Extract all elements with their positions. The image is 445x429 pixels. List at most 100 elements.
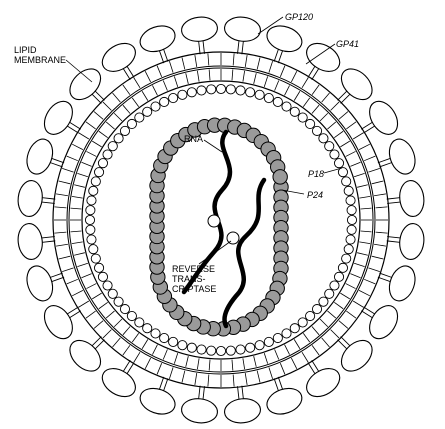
membrane-stripe-outer <box>66 278 78 285</box>
membrane-inner-ring <box>81 80 361 360</box>
membrane-stripe-outer <box>321 337 330 348</box>
membrane-stripe-inner <box>92 140 102 148</box>
membrane-stripe-outer <box>244 54 248 67</box>
membrane-stripe-inner <box>242 358 246 370</box>
gp41-stalk <box>387 201 401 204</box>
label-reverse-transcriptase-line1: REVERSE <box>172 264 215 274</box>
p18-bead <box>341 253 352 264</box>
p18-matrix-ring <box>84 83 358 357</box>
p18-bead <box>225 345 236 356</box>
membrane-stripe-inner <box>113 112 123 122</box>
membrane-stripe-inner <box>98 301 108 310</box>
p18-bead <box>119 304 131 315</box>
membrane-stripe-outer <box>58 255 71 260</box>
membrane-stripe-inner <box>242 70 246 82</box>
membrane-stripe-inner <box>196 358 200 370</box>
p18-bead <box>245 87 256 98</box>
p18-bead <box>345 195 356 206</box>
gp41-stalk <box>241 41 244 55</box>
membrane-stripe-inner <box>319 318 329 328</box>
gp120-knob <box>69 68 102 101</box>
membrane-stripe-inner <box>71 195 83 199</box>
leader-gp120 <box>257 16 284 35</box>
membrane-stripe-outer <box>55 243 68 247</box>
membrane-stripe-outer <box>156 65 163 77</box>
membrane-stripe-outer <box>368 267 380 272</box>
membrane-stripe-inner <box>113 318 123 328</box>
p18-bead <box>168 336 179 347</box>
p18-bead <box>88 244 99 255</box>
p18-bead <box>196 344 207 355</box>
gp120-knob <box>369 305 399 340</box>
membrane-stripe-inner <box>319 112 329 122</box>
membrane-stripe-inner <box>81 161 92 167</box>
gp41-stalk <box>273 49 279 62</box>
membrane-stripe-inner <box>327 310 337 319</box>
membrane-stripe-outer <box>338 320 349 329</box>
membrane-stripe-outer <box>72 143 84 150</box>
p18-bead <box>337 167 348 178</box>
gp41-stalk <box>163 49 169 62</box>
p18-bead <box>168 93 179 104</box>
gp41-stalk <box>340 93 351 104</box>
membrane-stripe-outer <box>346 310 357 319</box>
membrane-stripe-outer <box>207 53 210 66</box>
p18-bead <box>324 288 335 299</box>
p18-bead <box>318 133 329 144</box>
gp41-stalk <box>198 385 201 399</box>
membrane-stripe-outer <box>169 367 174 379</box>
membrane-stripe-inner <box>274 80 280 91</box>
gp41-stalk <box>122 359 131 372</box>
membrane-stripes <box>54 53 388 387</box>
membrane-stripe-outer <box>112 337 121 348</box>
membrane-stripe-inner <box>350 273 361 279</box>
membrane-stripe-outer <box>364 278 376 285</box>
membrane-stripe-inner <box>196 70 200 82</box>
gp120-knob <box>306 368 341 398</box>
gp120-knob <box>306 42 341 72</box>
membrane-stripe-outer <box>78 132 90 140</box>
gp120-knob <box>139 25 176 53</box>
p18-bead <box>94 167 105 178</box>
gp120-knob <box>26 138 54 175</box>
leader-gp41 <box>305 43 336 65</box>
membrane-stripe-inner <box>98 130 108 139</box>
gp41-stalk <box>50 162 63 168</box>
p18-bead <box>343 185 354 196</box>
p18-bead <box>346 224 357 235</box>
membrane-stripe-outer <box>93 320 104 329</box>
p18-bead <box>142 106 153 117</box>
p18-bead <box>245 342 256 353</box>
membrane-stripe-inner <box>274 349 280 360</box>
membrane-stripe-inner <box>311 326 320 336</box>
p18-bead <box>281 328 292 339</box>
p18-bead <box>329 149 340 160</box>
gp41-stalk <box>41 236 55 239</box>
membrane-stripe-outer <box>346 121 357 130</box>
membrane-stripe-outer <box>78 300 90 308</box>
membrane-stripe-inner <box>74 252 85 256</box>
gp120-knob <box>340 68 373 101</box>
membrane-stripe-inner <box>231 359 234 371</box>
p18-bead <box>337 262 348 273</box>
gp120-knob <box>399 180 425 217</box>
label-gp120: GP120 <box>285 12 313 22</box>
gp41-stalk <box>307 66 316 78</box>
membrane-stripe-outer <box>321 92 330 103</box>
membrane-stripe-inner <box>231 69 234 81</box>
gp41-stalk <box>387 236 401 239</box>
membrane-stripe-outer <box>102 101 112 111</box>
p18-bead <box>126 310 137 322</box>
gp41-stalk <box>42 197 56 200</box>
membrane-stripe-outer <box>311 345 320 356</box>
gp41-stalk <box>379 162 392 168</box>
gp120-knob <box>388 138 416 175</box>
p18-bead <box>113 296 124 307</box>
gp41-stalk <box>42 240 56 243</box>
p18-bead <box>113 133 124 144</box>
membrane-stripe-outer <box>207 374 210 387</box>
membrane-stripe-inner <box>293 91 301 101</box>
membrane-stripe-outer <box>279 65 286 77</box>
membrane-stripe-inner <box>162 80 168 91</box>
membrane-stripe-inner <box>359 195 371 199</box>
